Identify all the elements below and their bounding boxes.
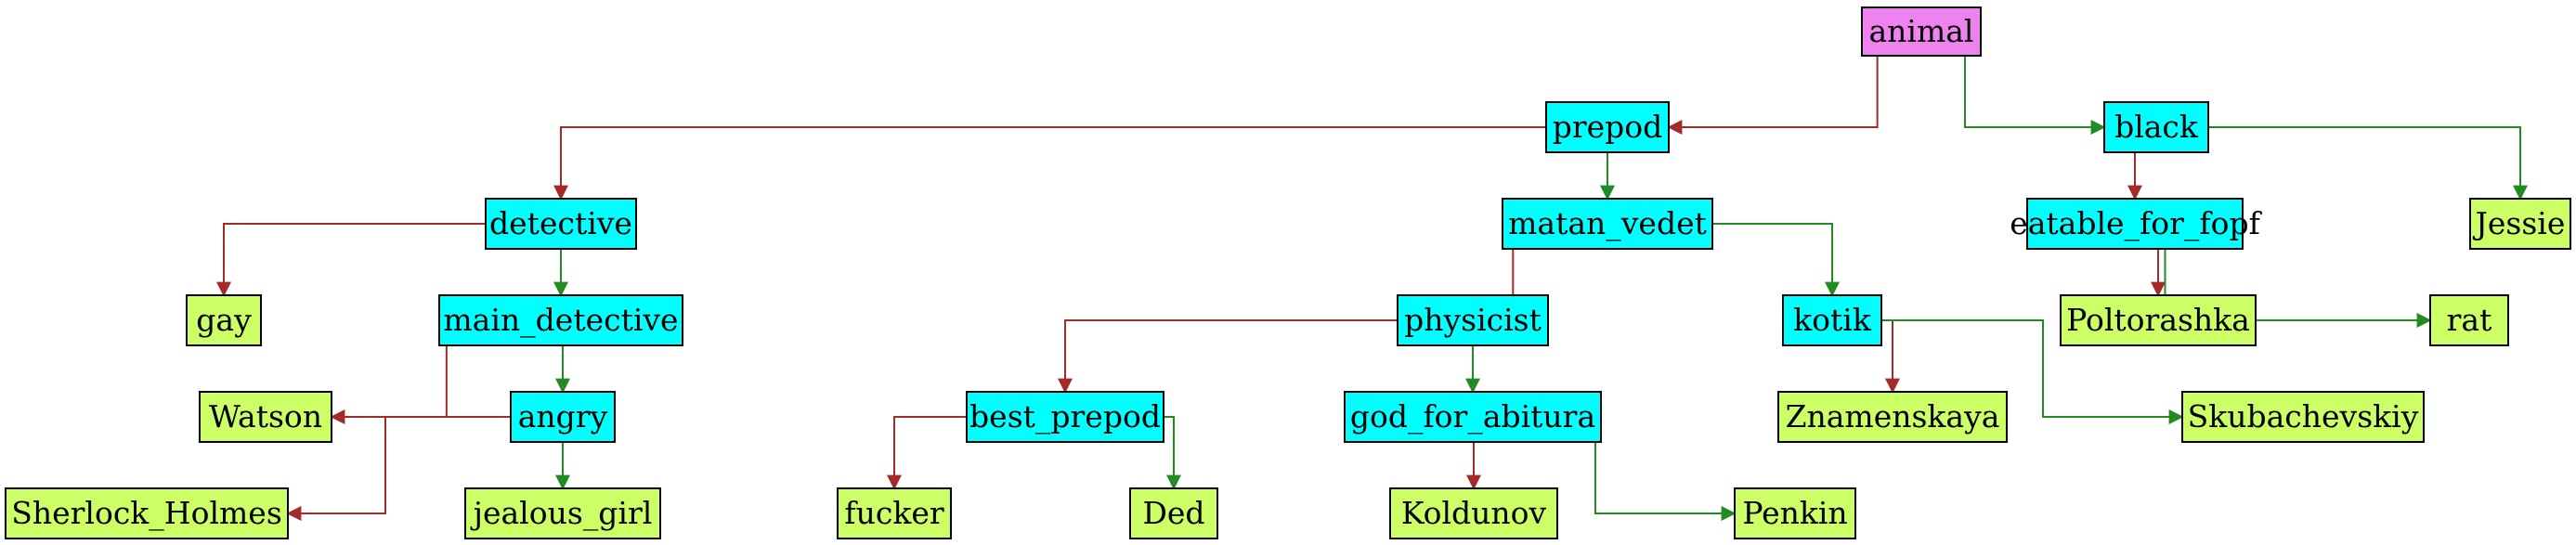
- node-gay: gay: [186, 294, 262, 346]
- node-watson: Watson: [199, 391, 332, 443]
- node-label: gay: [196, 302, 252, 338]
- node-label: matan_vedet: [1508, 205, 1707, 242]
- node-label: Sherlock_Holmes: [11, 495, 282, 532]
- node-box: [1129, 487, 1218, 539]
- node-eatable-for-fopf: eatable_for_fopf: [2010, 198, 2263, 250]
- node-label: physicist: [1404, 302, 1542, 338]
- node-black: black: [2103, 101, 2209, 153]
- node-god-for-abitura: god_for_abitura: [1344, 391, 1602, 443]
- node-jessie: Jessie: [2469, 198, 2571, 250]
- edge-physicist-to-best-prepod: [1058, 319, 1398, 394]
- node-label: kotik: [1793, 302, 1872, 338]
- node-penkin: Penkin: [1734, 487, 1856, 539]
- edge-animal-to-prepod: [1667, 56, 1879, 135]
- node-box: [199, 391, 332, 443]
- node-label: Skubachevskiy: [2188, 398, 2419, 435]
- edge-prepod-to-detective: [553, 126, 1546, 201]
- node-label: Watson: [209, 398, 322, 435]
- node-koldunov: Koldunov: [1389, 487, 1558, 539]
- node-box: [966, 391, 1164, 443]
- node-label: Koldunov: [1401, 495, 1547, 531]
- node-label: Jessie: [2473, 205, 2566, 241]
- node-best-prepod: best_prepod: [966, 391, 1164, 443]
- node-label: eatable_for_fopf: [2010, 205, 2262, 242]
- node-box: [2103, 101, 2209, 153]
- node-box: [5, 487, 289, 539]
- edge-kotik-to-skubachevskiy: [1881, 319, 2184, 424]
- edge-kotik-to-znamenskaya: [1881, 319, 1900, 394]
- node-box: [2429, 294, 2509, 346]
- node-label: animal: [1868, 13, 1973, 49]
- node-label: fucker: [844, 495, 943, 531]
- node-znamenskaya: Znamenskaya: [1777, 391, 2008, 443]
- edge-detective-to-gay: [216, 223, 486, 297]
- edge-best-prepod-to-fucker: [887, 416, 967, 490]
- node-box: [1502, 198, 1713, 250]
- nodes: animal prepod black detective matan_vedet eat…: [5, 6, 2571, 539]
- edge-god-for-abitura-to-penkin: [1594, 416, 1737, 521]
- node-box: [2026, 198, 2244, 250]
- node-box: [186, 294, 262, 346]
- node-label: rat: [2447, 302, 2492, 338]
- node-kotik: kotik: [1782, 294, 1882, 346]
- node-box: [438, 294, 683, 346]
- node-box: [837, 487, 952, 539]
- edge-animal-to-black: [1964, 31, 2106, 135]
- node-label: Poltorashka: [2066, 302, 2250, 338]
- node-label: Znamenskaya: [1786, 398, 2000, 435]
- node-prepod: prepod: [1545, 101, 1670, 153]
- edge-angry-to-sherlock-holmes: [286, 416, 511, 521]
- node-angry: angry: [510, 391, 616, 443]
- node-animal: animal: [1861, 6, 1982, 57]
- node-box: [1397, 294, 1549, 346]
- node-label: prepod: [1553, 109, 1663, 145]
- node-fucker: fucker: [837, 487, 952, 539]
- node-box: [510, 391, 616, 443]
- node-sherlock-holmes: Sherlock_Holmes: [5, 487, 289, 539]
- node-box: [464, 487, 661, 539]
- node-label: detective: [489, 205, 632, 241]
- node-label: Ded: [1142, 495, 1204, 531]
- node-label: Penkin: [1742, 495, 1847, 531]
- edges: [216, 31, 2528, 521]
- edge-main-detective-to-watson: [330, 345, 448, 424]
- edge-best-prepod-to-ded: [1164, 416, 1181, 490]
- node-label: best_prepod: [969, 398, 1161, 435]
- node-ded: Ded: [1129, 487, 1218, 539]
- node-label: god_for_abitura: [1350, 398, 1595, 435]
- node-box: [1344, 391, 1602, 443]
- node-main-detective: main_detective: [438, 294, 683, 346]
- node-box: [1777, 391, 2008, 443]
- node-label: angry: [518, 398, 608, 435]
- node-box: [1389, 487, 1558, 539]
- node-physicist: physicist: [1397, 294, 1549, 346]
- node-detective: detective: [485, 198, 637, 250]
- node-poltorashka: Poltorashka: [2060, 294, 2257, 346]
- node-box: [2181, 391, 2425, 443]
- node-label: main_detective: [443, 302, 678, 339]
- node-box: [1545, 101, 1670, 153]
- node-box: [485, 198, 637, 250]
- node-jealous-girl: jealous_girl: [464, 487, 661, 539]
- node-box: [2469, 198, 2571, 250]
- node-label: jealous_girl: [470, 495, 653, 532]
- node-rat: rat: [2429, 294, 2509, 346]
- node-box: [1861, 6, 1982, 57]
- node-box: [1782, 294, 1882, 346]
- node-label: black: [2114, 109, 2199, 145]
- node-matan-vedet: matan_vedet: [1502, 198, 1713, 250]
- node-skubachevskiy: Skubachevskiy: [2181, 391, 2425, 443]
- edge-black-to-jessie: [2208, 126, 2528, 201]
- node-box: [2060, 294, 2257, 346]
- edge-matan-vedet-to-kotik: [1712, 223, 1840, 297]
- node-box: [1734, 487, 1856, 539]
